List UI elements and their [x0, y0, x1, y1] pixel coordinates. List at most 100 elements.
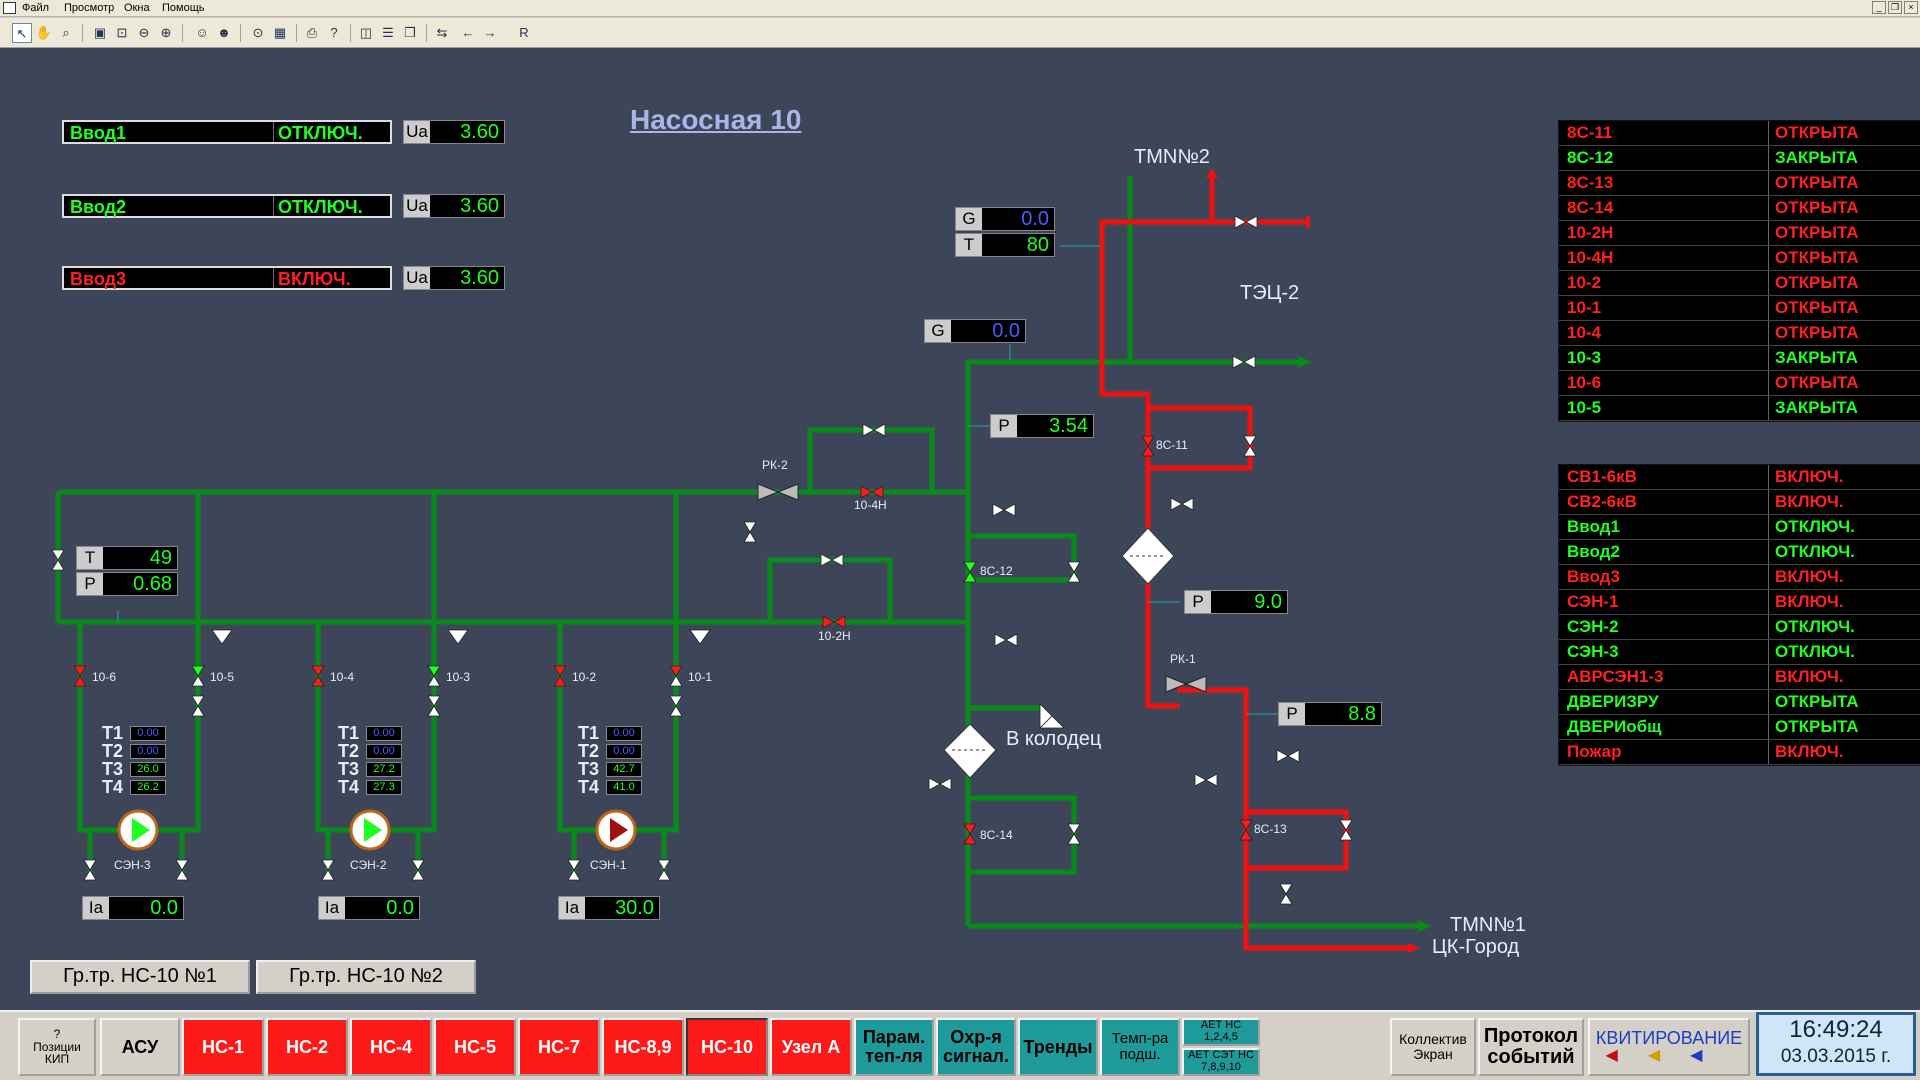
valve-label-vs13: 8С-13: [1254, 822, 1287, 836]
collective-screen-button[interactable]: Коллектив Экран: [1390, 1018, 1476, 1076]
security-button[interactable]: Охр-я сигнал.: [936, 1018, 1016, 1076]
hand-icon[interactable]: ✋: [35, 25, 53, 40]
menu-file[interactable]: Файл: [22, 2, 50, 14]
tile-horizontal-icon[interactable]: ☰: [382, 25, 394, 40]
aet1-button[interactable]: АЕТ НС 1,2,4,5: [1182, 1018, 1260, 1046]
zoom-in-icon[interactable]: ⊕: [160, 25, 172, 40]
station-ns10-button[interactable]: НС-10: [686, 1018, 768, 1076]
print-icon[interactable]: ⎙: [306, 25, 318, 40]
pump-sen1-icon: [595, 809, 637, 851]
zoom-out-icon[interactable]: ⊖: [138, 25, 150, 40]
params-button[interactable]: Парам. теп-ля: [854, 1018, 934, 1076]
station-ns4-button[interactable]: НС-4: [350, 1018, 432, 1076]
menu-windows[interactable]: Окна: [124, 2, 150, 14]
station-ns7-button[interactable]: НС-7: [518, 1018, 600, 1076]
pump-name: СЭН-3: [114, 858, 151, 872]
pointer-icon[interactable]: ↖: [12, 23, 32, 43]
heat-exchanger-green: [943, 723, 997, 779]
clock-time: 16:49:24: [1789, 1016, 1883, 1043]
swap-icon[interactable]: ⇆: [436, 25, 448, 40]
positions-kip-button[interactable]: ?Позиции КИП: [18, 1018, 96, 1076]
trends-button[interactable]: Тренды: [1018, 1018, 1098, 1076]
restore-icon[interactable]: ❐: [1888, 1, 1902, 14]
r-button[interactable]: R: [519, 25, 529, 40]
asu-button[interactable]: АСУ: [100, 1018, 180, 1076]
users-icon[interactable]: ☺: [195, 25, 209, 40]
station-ns1-button[interactable]: НС-1: [182, 1018, 264, 1076]
page-title: Насосная 10: [630, 104, 802, 135]
bottom-taskbar: ?Позиции КИП АСУ НС-1 НС-2 НС-4 НС-5 НС-…: [0, 1010, 1920, 1080]
toolbar: ↖ ✋ ⌕ ▣ ⊡ ⊖ ⊕ ☺ ☻ ⊙ ▦ ⎙ ? ◫ ☰ ❐ ⇆ ← → R: [0, 18, 1920, 48]
user-edit-icon[interactable]: ☻: [217, 25, 231, 40]
station-uzel-a-button[interactable]: Узел А: [770, 1018, 852, 1076]
pump-name: СЭН-2: [350, 858, 387, 872]
rk1-regulator: [1165, 675, 1207, 693]
protocol-button[interactable]: Протокол событий: [1478, 1018, 1584, 1076]
valve-label-vs14: 8С-14: [980, 828, 1013, 842]
back-arrow-icon[interactable]: ←: [461, 25, 475, 40]
valve-label-10-2n: 10-2Н: [818, 629, 851, 643]
rk2-regulator: [757, 483, 799, 501]
tile-vertical-icon[interactable]: ◫: [359, 25, 373, 40]
help-icon[interactable]: ?: [330, 25, 338, 40]
speaker-yellow-icon: ◀: [1647, 1047, 1691, 1065]
station-ns2-button[interactable]: НС-2: [266, 1018, 348, 1076]
menu-help[interactable]: Помощь: [162, 2, 205, 14]
valve-label-10-6: 10-6: [92, 670, 117, 684]
aet2-button[interactable]: АЕТ СЭТ НС 7,8,9,10: [1182, 1048, 1260, 1076]
zoom-icon[interactable]: ⌕: [62, 25, 70, 40]
clock: 16:49:24 03.03.2015 г.: [1756, 1012, 1916, 1076]
forward-arrow-icon[interactable]: →: [483, 25, 497, 40]
calculator-icon[interactable]: ▦: [273, 25, 287, 40]
station-ns89-button[interactable]: НС-8,9: [602, 1018, 684, 1076]
menu-view[interactable]: Просмотр: [64, 2, 115, 14]
cascade-icon[interactable]: ❐: [404, 25, 416, 40]
pump-sen2-icon: [349, 809, 391, 851]
binoculars-icon[interactable]: ⊙: [252, 25, 264, 40]
app-logo-icon: [3, 2, 16, 14]
group-button-2[interactable]: Гр.тр. НС-10 №2: [256, 960, 476, 994]
kvit-button[interactable]: КВИТИРОВАНИЕ ◀◀◀: [1588, 1018, 1750, 1076]
temp-button[interactable]: Темп-ра подш.: [1100, 1018, 1180, 1076]
station-ns5-button[interactable]: НС-5: [434, 1018, 516, 1076]
speaker-blue-icon: ◀: [1690, 1047, 1733, 1065]
group-button-1[interactable]: Гр.тр. НС-10 №1: [30, 960, 250, 994]
fit-icon[interactable]: ▣: [93, 25, 107, 40]
label-ck-gorod: ЦК-Город: [1432, 936, 1520, 958]
valve-label-10-2: 10-2: [572, 670, 597, 684]
minimize-icon[interactable]: _: [1872, 1, 1886, 14]
zoom-window-icon[interactable]: ⊡: [116, 25, 128, 40]
valve-label-vs12: 8С-12: [980, 564, 1013, 578]
label-tmn2: ТМN№2: [1134, 146, 1210, 168]
valve-label-10-4n: 10-4Н: [854, 498, 887, 512]
close-icon[interactable]: ×: [1904, 1, 1918, 14]
